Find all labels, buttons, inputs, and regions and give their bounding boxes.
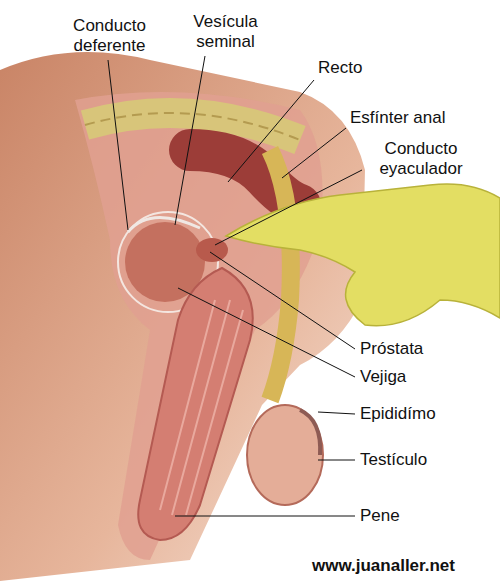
section-plane (75, 92, 323, 560)
vas-deferens (128, 217, 200, 232)
penis-detail (160, 300, 243, 515)
penis (138, 268, 253, 540)
leader-lines (108, 56, 362, 516)
gloved-finger (226, 184, 500, 326)
prostate (196, 238, 228, 262)
part-label: Vesícula seminal (178, 12, 273, 52)
watermark: www.juanaller.net (312, 556, 496, 576)
testicle (247, 405, 323, 505)
part-label: Próstata (360, 339, 490, 359)
fat-layer (270, 150, 291, 400)
part-label: Esfínter anal (350, 108, 490, 128)
part-label: Conducto eyaculador (366, 139, 476, 179)
part-label: Epididímo (360, 404, 490, 424)
part-label: Testículo (360, 450, 490, 470)
part-label: Vejiga (360, 367, 490, 387)
part-label: Pene (360, 506, 490, 526)
body-outline (0, 52, 365, 581)
epididymis (300, 410, 320, 455)
part-label: Recto (318, 58, 408, 78)
part-label: Conducto deferente (52, 16, 167, 56)
